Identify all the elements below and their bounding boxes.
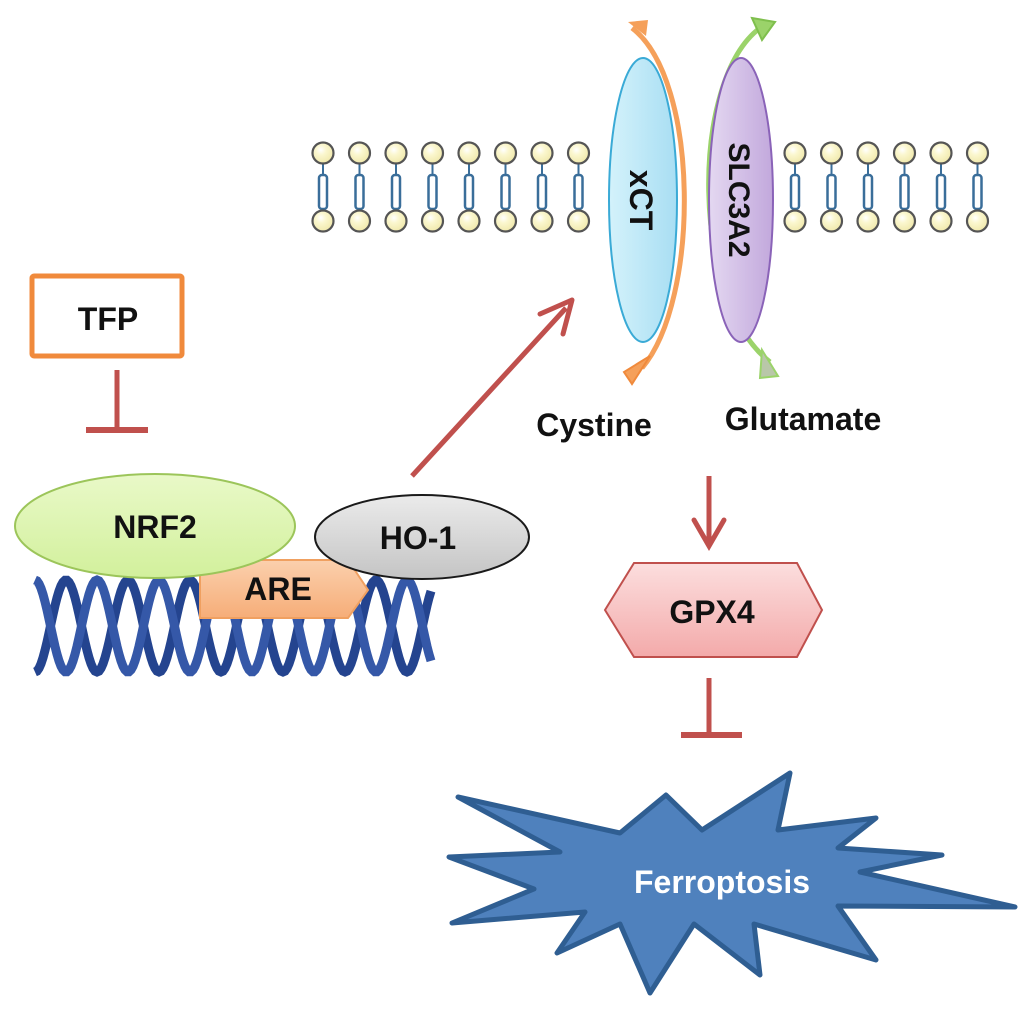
lipid-head [347,209,372,233]
are-node: ARE [199,559,370,619]
lipid-head [929,209,953,233]
cystine-label: Cystine [536,407,652,443]
lipid-head [856,209,880,233]
lipid-head [457,209,481,233]
cell-membrane [311,141,990,233]
phospholipid [384,141,408,233]
dna-strand [33,575,436,677]
ho1-node: HO-1 [314,494,530,580]
glutamate-label: Glutamate [725,401,881,437]
lipid-head [819,141,844,165]
lipid-head [384,141,408,165]
phospholipid [965,141,990,233]
slc3a2-label: SLC3A2 [722,142,755,257]
lipid-head [493,141,518,165]
phospholipid [819,141,844,233]
tfp-inhibits-nrf2-edge [86,370,148,433]
phospholipid [493,141,518,233]
phospholipid [420,141,445,233]
lipid-head [783,209,807,233]
lipid-head [347,141,372,165]
lipid-head [856,141,880,165]
are-label: ARE [244,571,312,607]
ho1-label: HO-1 [380,520,456,556]
lipid-head [965,209,990,233]
lipid-head [965,141,990,165]
tfp-label: TFP [78,301,138,337]
gpx4-node: GPX4 [603,562,824,658]
ferroptosis-label: Ferroptosis [634,864,810,900]
phospholipid [892,141,917,233]
lipid-head [420,209,445,233]
lipid-head [566,141,591,165]
tfp-node: TFP [29,273,185,359]
lipid-head [311,141,335,165]
lipid-head [493,209,518,233]
lipid-head [566,209,591,233]
xct-label: xCT [623,170,659,231]
lipid-head [530,209,554,233]
ho1-activates-xct-edge [410,297,575,478]
slc3a2-protein: SLC3A2 [708,57,774,343]
transport-activates-gpx4-edge [691,476,727,552]
phospholipid [856,141,880,233]
lipid-head [819,209,844,233]
lipid-head [420,141,445,165]
phospholipid [929,141,953,233]
phospholipid [457,141,481,233]
phospholipid [566,141,591,233]
phospholipid [311,141,335,233]
cystine-transport-arrow [622,20,687,386]
lipid-head [530,141,554,165]
lipid-head [892,141,917,165]
nrf2-label: NRF2 [113,509,197,545]
phospholipid [783,141,807,233]
lipid-head [311,209,335,233]
lipid-head [929,141,953,165]
nrf2-node: NRF2 [14,473,296,579]
lipid-head [384,209,408,233]
phospholipid [530,141,554,233]
lipid-head [783,141,807,165]
xct-protein: xCT [608,57,678,343]
gpx4-label: GPX4 [669,594,755,630]
ferroptosis-node: Ferroptosis [446,770,1018,996]
lipid-head [892,209,917,233]
lipid-head [457,141,481,165]
phospholipid [347,141,372,233]
gpx4-inhibits-ferroptosis-edge [681,678,742,738]
